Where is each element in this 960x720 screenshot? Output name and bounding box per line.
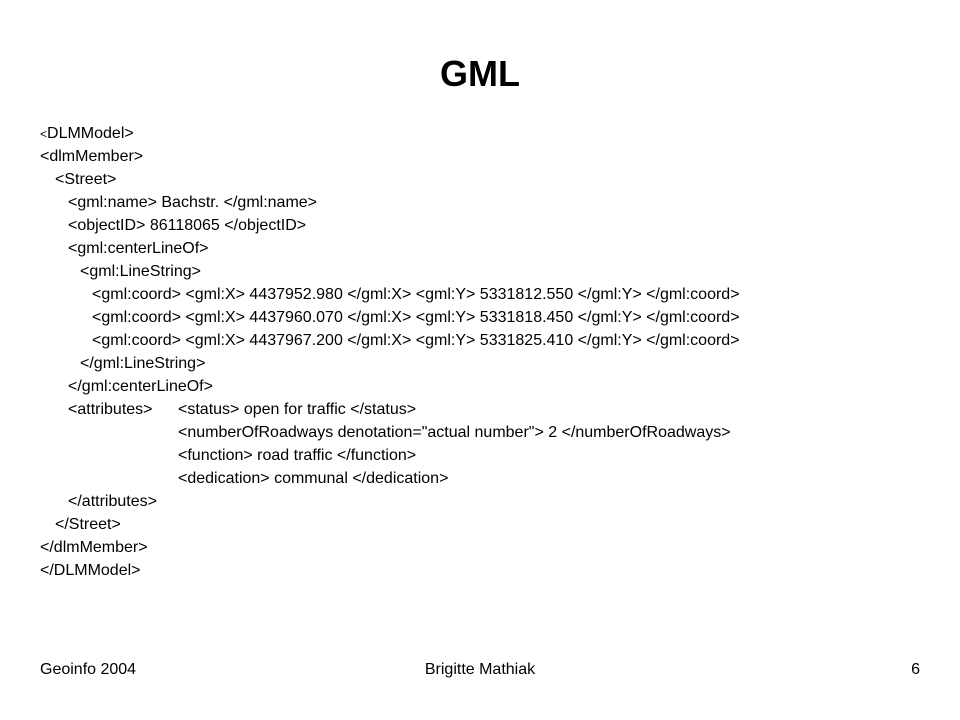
code-line-dlmmember-open: <dlmMember> <box>40 148 144 165</box>
code-line-dedication: <dedication> communal </dedication> <box>178 470 449 487</box>
code-line-gml-name: <gml:name> Bachstr. </gml:name> <box>68 194 318 211</box>
small-angle-bracket: < <box>40 127 48 141</box>
code-line-coord-1: <gml:coord> <gml:X> 4437952.980 </gml:X>… <box>92 286 740 303</box>
code-line-coord-3: <gml:coord> <gml:X> 4437967.200 </gml:X>… <box>92 332 740 349</box>
code-line-object-id: <objectID> 86118065 </objectID> <box>68 217 307 234</box>
code-line-function: <function> road traffic </function> <box>178 447 417 464</box>
slide-title: GML <box>440 53 520 94</box>
code-text: DLMModel> <box>47 125 134 142</box>
code-line-number-of-roadways: <numberOfRoadways denotation="actual num… <box>178 424 731 441</box>
code-line-centerlineof-open: <gml:centerLineOf> <box>68 240 209 257</box>
code-line-linestring-close: </gml:LineString> <box>80 355 206 372</box>
footer-conference: Geoinfo 2004 <box>40 661 137 678</box>
code-line-street-close: </Street> <box>55 516 121 533</box>
code-line-centerlineof-close: </gml:centerLineOf> <box>68 378 213 395</box>
code-line-dlmmodel-open: <DLMModel> <box>40 124 134 144</box>
footer-author: Brigitte Mathiak <box>424 661 536 678</box>
code-line-street-open: <Street> <box>55 171 117 188</box>
code-line-coord-2: <gml:coord> <gml:X> 4437960.070 </gml:X>… <box>92 309 740 326</box>
code-line-status: <status> open for traffic </status> <box>178 401 417 418</box>
code-line-dlmmodel-close: </DLMModel> <box>40 562 141 579</box>
code-line-attributes-open: <attributes> <box>68 401 153 418</box>
footer-page-number: 6 <box>911 661 920 678</box>
code-line-dlmmember-close: </dlmMember> <box>40 539 148 556</box>
code-line-linestring-open: <gml:LineString> <box>80 263 201 280</box>
code-line-attributes-close: </attributes> <box>68 493 157 510</box>
